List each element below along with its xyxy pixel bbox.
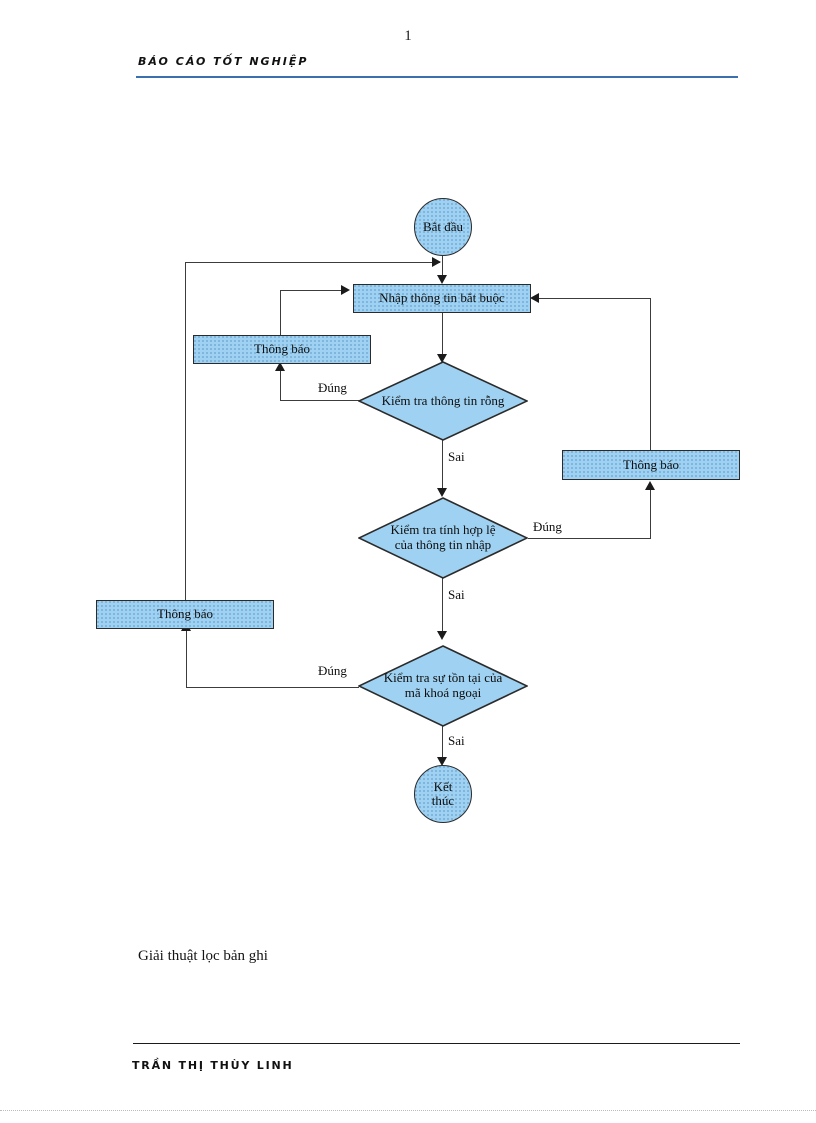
arrowhead-valid-true-to-notify <box>645 481 655 490</box>
connector-notify-top-horizontal <box>280 290 347 292</box>
arrowhead-fk-false-to-end <box>437 757 447 766</box>
node-notify-top[interactable]: Thông báo <box>193 335 371 364</box>
edge-label-valid-true: Đúng <box>533 519 562 534</box>
connector-empty-true-vertical <box>280 366 282 401</box>
arrowhead-valid-false <box>437 631 447 640</box>
node-check-valid-label: Kiểm tra tính hợp lệ của thông tin nhập <box>390 522 496 552</box>
node-notify-bottom-label: Thông báo <box>157 606 213 622</box>
page-bottom-divider <box>0 1110 816 1112</box>
connector-start-to-input <box>442 256 444 280</box>
arrowhead-left-feedback <box>432 256 441 267</box>
node-notify-top-label: Thông báo <box>254 341 310 357</box>
edge-label-empty-true: Đúng <box>318 380 347 395</box>
arrowhead-notify-top-to-input <box>341 284 350 295</box>
figure-caption: Giải thuật lọc bản ghi <box>138 948 268 964</box>
header-divider <box>136 76 738 78</box>
arrowhead-input-to-check-empty <box>437 354 447 363</box>
node-check-empty[interactable]: Kiểm tra thông tin rỗng <box>358 361 528 441</box>
node-input[interactable]: Nhập thông tin bắt buộc <box>353 284 531 313</box>
connector-fk-true-vertical <box>186 630 188 688</box>
node-notify-right-label: Thông báo <box>623 456 679 472</box>
node-check-empty-label: Kiểm tra thông tin rỗng <box>381 392 505 408</box>
connector-valid-true-horizontal <box>528 538 651 540</box>
connector-left-feedback-vertical <box>185 262 187 601</box>
connector-notify-top-vertical <box>280 290 282 336</box>
connector-fk-false-to-end <box>442 726 444 762</box>
node-notify-right[interactable]: Thông báo <box>562 450 740 480</box>
connector-input-to-check-empty <box>442 313 444 359</box>
node-end[interactable]: Kết thúc <box>414 765 472 823</box>
edge-label-empty-false: Sai <box>448 449 465 464</box>
arrowhead-empty-true-to-notify <box>275 362 285 371</box>
footer-divider <box>133 1043 740 1044</box>
connector-valid-false-to-check-fk <box>442 578 444 635</box>
footer-author: TRẦN THỊ THÙY LINH <box>132 1059 294 1072</box>
node-check-valid[interactable]: Kiểm tra tính hợp lệ của thông tin nhập <box>358 497 528 579</box>
diamond-shape <box>358 361 528 441</box>
connector-valid-true-vertical <box>650 489 652 539</box>
arrowhead-empty-false <box>437 488 447 497</box>
connector-empty-true-horizontal <box>280 400 362 402</box>
node-notify-bottom[interactable]: Thông báo <box>96 600 274 629</box>
node-input-label: Nhập thông tin bắt buộc <box>379 290 505 306</box>
node-start-label: Bắt đầu <box>422 218 464 234</box>
edge-label-valid-false: Sai <box>448 587 465 602</box>
node-start[interactable]: Bắt đầu <box>414 198 472 256</box>
connector-fk-true-horizontal <box>186 687 359 689</box>
edge-label-fk-false: Sai <box>448 733 465 748</box>
diamond-shape <box>358 497 528 579</box>
node-check-fk-label: Kiểm tra sự tồn tại của mã khoá ngoại <box>383 670 503 700</box>
arrowhead-start-to-input <box>437 275 447 284</box>
node-check-fk[interactable]: Kiểm tra sự tồn tại của mã khoá ngoại <box>358 645 528 727</box>
connector-left-feedback-horizontal <box>185 262 440 264</box>
connector-empty-false-to-check-valid <box>442 440 444 493</box>
arrowhead-notify-right-to-input <box>530 292 539 303</box>
diamond-shape <box>358 645 528 727</box>
connector-notify-right-horizontal <box>537 298 651 300</box>
connector-notify-right-vertical <box>650 298 652 450</box>
page-number: 1 <box>404 28 412 44</box>
node-end-label: Kết thúc <box>431 779 455 808</box>
header-title: BÁO CÁO TỐT NGHIỆP <box>138 55 309 68</box>
edge-label-fk-true: Đúng <box>318 663 347 678</box>
